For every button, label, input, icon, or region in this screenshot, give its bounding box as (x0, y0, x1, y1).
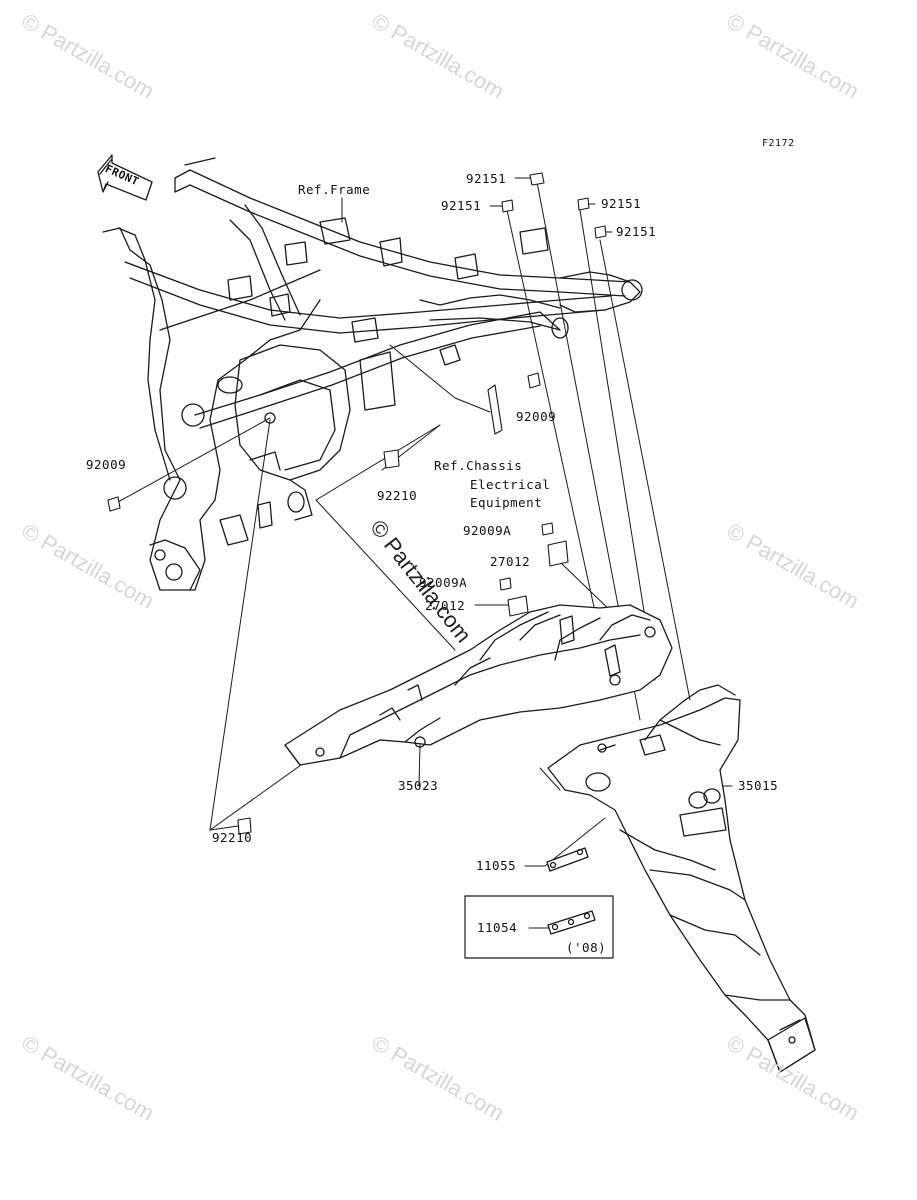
rear-fender-35015 (547, 684, 816, 1073)
ref-frame-label: Ref.Frame (298, 182, 371, 197)
plates (546, 847, 596, 935)
part-label-11054[interactable]: 11054 (477, 920, 518, 935)
frame-outline (102, 157, 643, 591)
part-label-92009A[interactable]: 92009A (463, 523, 512, 538)
ref-chassis-label-2: Electrical (470, 477, 551, 492)
diagram-code: F2172 (762, 138, 795, 149)
front-arrow-icon (97, 154, 153, 201)
part-label-27012[interactable]: 27012 (425, 598, 466, 613)
part-label-92009[interactable]: 92009 (516, 409, 557, 424)
inner-fender-35023 (284, 604, 673, 766)
part-label-92151[interactable]: 92151 (601, 196, 642, 211)
part-label-92151[interactable]: 92151 (441, 198, 482, 213)
part-label-11055[interactable]: 11055 (476, 858, 517, 873)
fasteners (107, 172, 607, 835)
part-label-92009[interactable]: 92009 (86, 457, 127, 472)
part-label-35023[interactable]: 35023 (398, 778, 439, 793)
part-label-35015[interactable]: 35015 (738, 778, 779, 793)
ref-chassis-label-3: Equipment (470, 495, 543, 510)
part-label-92151[interactable]: 92151 (466, 171, 507, 186)
ref-chassis-label: Ref.Chassis (434, 458, 523, 473)
part-label-92009A[interactable]: 92009A (419, 575, 468, 590)
year-note-label: ('08) (566, 940, 607, 955)
part-label-92210[interactable]: 92210 (212, 830, 253, 845)
part-label-27012[interactable]: 27012 (490, 554, 531, 569)
year-note-box (464, 895, 614, 959)
part-label-92151[interactable]: 92151 (616, 224, 657, 239)
part-label-92210[interactable]: 92210 (377, 488, 418, 503)
